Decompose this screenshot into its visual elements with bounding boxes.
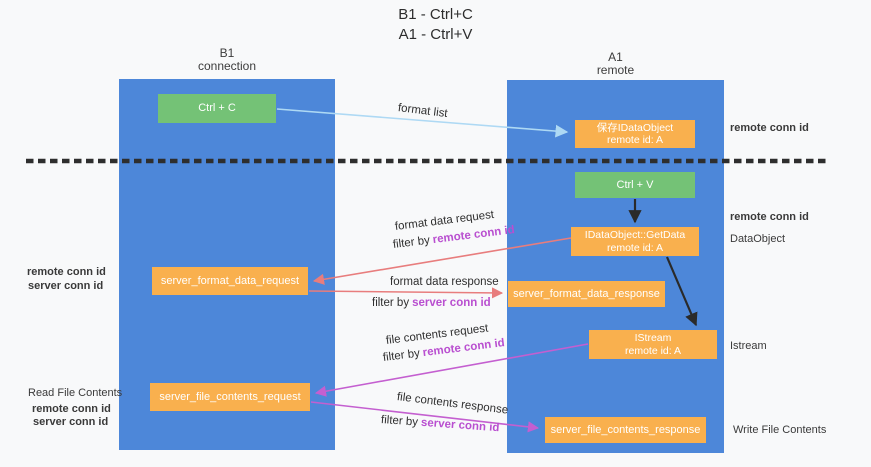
server-conn-id-text: server conn id [420, 416, 500, 435]
server-file-contents-request-box: server_file_contents_request [150, 383, 310, 411]
idataobject-getdata-line1: IDataObject::GetData [584, 229, 686, 241]
right-label-dataobject: DataObject [730, 233, 786, 245]
save-idataobject-box: 保存IDataObject remote id: A [575, 120, 695, 148]
server-format-data-request-label: server_format_data_request [160, 274, 300, 287]
server-file-contents-response-label: server_file_contents_response [550, 423, 701, 436]
istream-line2: remote id: A [624, 344, 682, 357]
filter-by-text: filter by [380, 414, 419, 429]
column-header-a1-name: A1 [608, 50, 623, 64]
idataobject-getdata-box: IDataObject::GetData remote id: A [571, 227, 699, 256]
arrow-format-data-response [308, 287, 504, 299]
remote-conn-id-text: remote conn id [432, 224, 516, 247]
filter-by-text: filter by [372, 297, 410, 309]
title-line-2: A1 - Ctrl+V [398, 26, 473, 43]
server-conn-id-text: server conn id [412, 297, 491, 309]
column-header-b1-role: connection [197, 59, 257, 73]
diagram-title: B1 - Ctrl+C A1 - Ctrl+V [0, 5, 871, 45]
column-header-b1: B1 connection [119, 47, 335, 73]
server-file-contents-response-box: server_file_contents_response [545, 417, 706, 443]
right-label-remote-conn-id-mid: remote conn id [730, 211, 809, 223]
save-idataobject-line2: remote id: A [606, 134, 664, 146]
server-file-contents-request-label: server_file_contents_request [159, 390, 301, 403]
ctrl-v-label: Ctrl + V [616, 178, 654, 191]
right-label-istream: Istream [730, 340, 767, 352]
left-label-server-conn-id: server conn id [28, 280, 104, 292]
left-label-read-file-contents: Read File Contents [28, 387, 123, 399]
right-label-write-file-contents: Write File Contents [733, 424, 827, 436]
server-format-data-response-label: server_format_data_response [513, 287, 660, 300]
column-header-b1-name: B1 [219, 46, 235, 60]
column-header-a1-role: remote [596, 63, 635, 77]
ctrl-c-box: Ctrl + C [158, 94, 276, 123]
left-label-remote-conn-id-2: remote conn id [32, 403, 111, 415]
idataobject-getdata-line2: remote id: A [606, 241, 664, 254]
flow-label-file-contents-response: file contents response [396, 391, 509, 417]
istream-box: IStream remote id: A [589, 330, 717, 359]
flow-label-format-data-response: format data response [390, 276, 499, 288]
right-label-remote-conn-id-top: remote conn id [730, 122, 809, 134]
filter-by-text: filter by [382, 347, 421, 364]
filter-by-text: filter by [392, 234, 431, 251]
server-format-data-request-box: server_format_data_request [152, 267, 308, 295]
column-header-a1: A1 remote [507, 51, 724, 77]
flow-label-format-list: format list [397, 102, 449, 121]
left-label-server-conn-id-2: server conn id [33, 416, 109, 428]
save-idataobject-line1: 保存IDataObject [596, 121, 674, 134]
ctrl-c-label: Ctrl + C [198, 102, 236, 114]
server-format-data-response-box: server_format_data_response [508, 281, 665, 307]
ctrl-v-box: Ctrl + V [575, 172, 695, 198]
istream-line1: IStream [634, 332, 672, 344]
title-line-1: B1 - Ctrl+C [398, 6, 473, 23]
left-label-remote-conn-id: remote conn id [27, 266, 106, 278]
